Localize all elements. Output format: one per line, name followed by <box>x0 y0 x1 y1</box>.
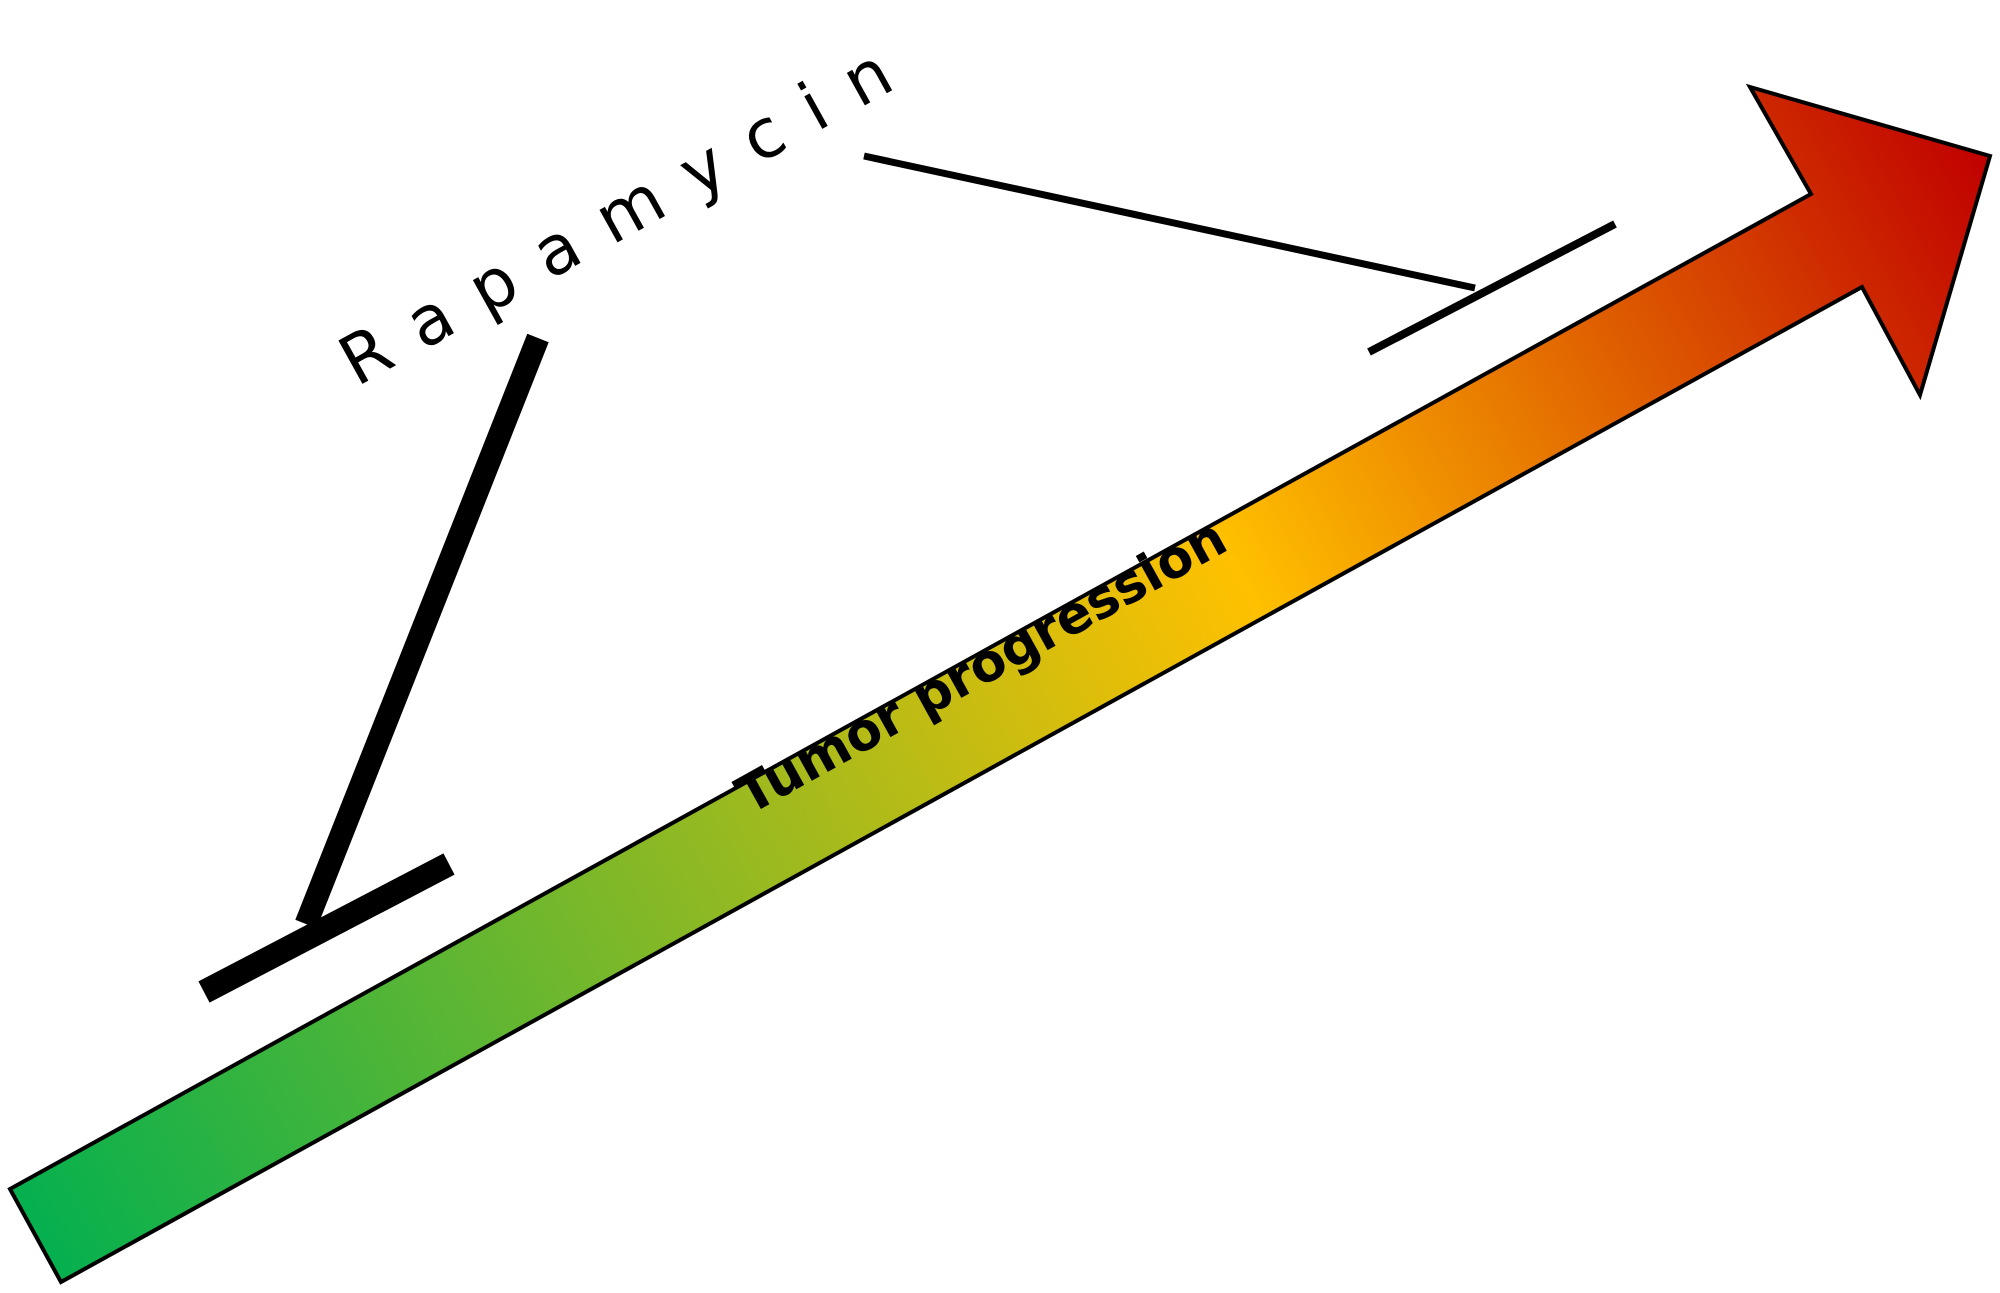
rapamycin-label: Rapamycin <box>327 19 932 402</box>
tumor-progression-arrow <box>7 83 1993 1285</box>
weak-inhibition-line <box>863 152 1476 292</box>
strong-inhibition-bar <box>198 853 455 1003</box>
strong-inhibition-symbol <box>198 333 549 1003</box>
weak-inhibition-symbol <box>863 152 1617 356</box>
strong-inhibition-line <box>295 333 549 929</box>
weak-inhibition-bar <box>1367 220 1617 356</box>
